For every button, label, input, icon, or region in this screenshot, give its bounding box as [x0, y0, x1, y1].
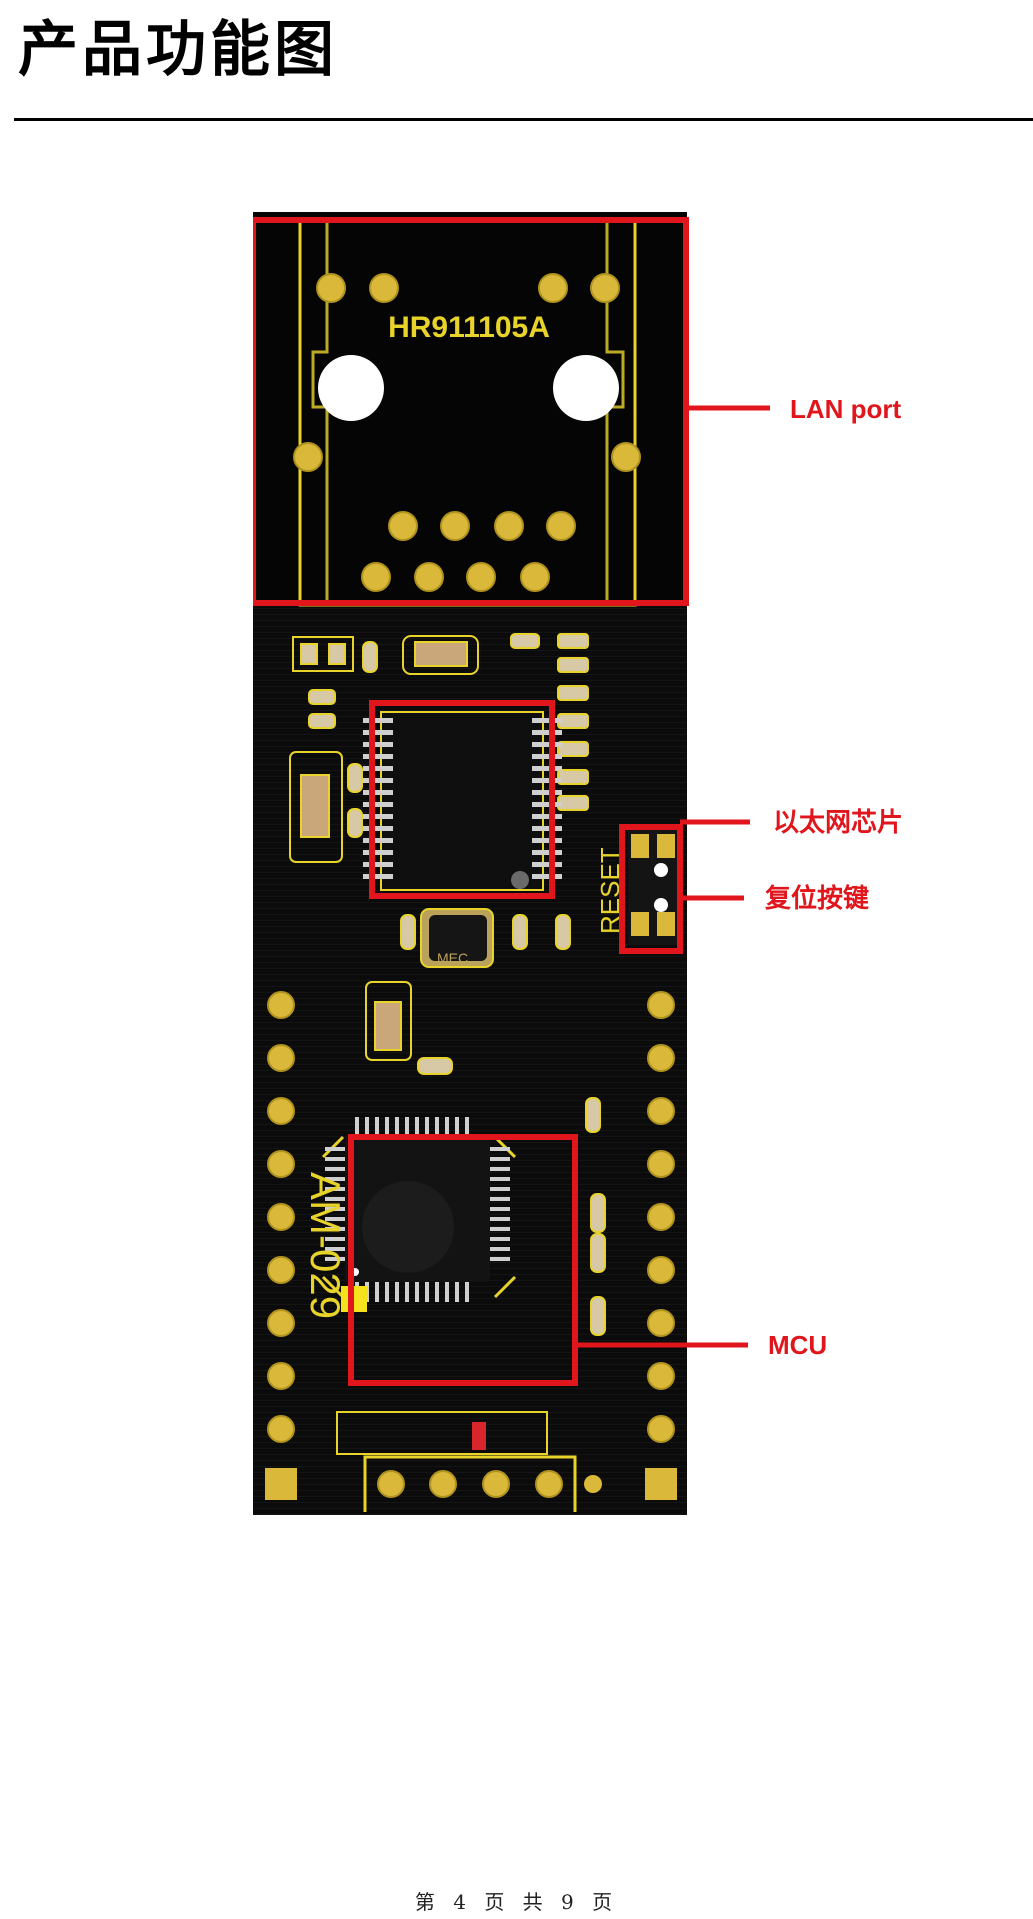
- passive-components: [289, 633, 606, 1455]
- reset-button-pads: [628, 830, 678, 945]
- crystal-oscillator: MEC: [420, 908, 494, 968]
- pin1-square-pad-right: [645, 1468, 677, 1500]
- crystal-silk: MEC: [437, 950, 468, 966]
- callout-ethernet-chip: 以太网芯片: [773, 807, 904, 837]
- connector-part-silk: HR911105A: [388, 311, 550, 344]
- pin1-square-pad-left: [265, 1468, 297, 1500]
- callout-lan-port: LAN port: [790, 394, 902, 424]
- callout-mcu: MCU: [768, 1330, 828, 1360]
- model-silk: AM-029: [302, 1172, 349, 1319]
- lan-connector: HR911105A: [253, 212, 687, 607]
- ethernet-chip: [363, 711, 562, 891]
- callout-boxes: [253, 217, 689, 1386]
- led-red: [472, 1422, 486, 1450]
- page-title: 产品功能图: [18, 15, 338, 85]
- page-footer: 第 4 页 共 9 页: [414, 1890, 619, 1914]
- title-divider: [14, 118, 1033, 121]
- callout-reset-button: 复位按键: [765, 883, 870, 913]
- pcb-board-image: HR911105A: [253, 212, 689, 1515]
